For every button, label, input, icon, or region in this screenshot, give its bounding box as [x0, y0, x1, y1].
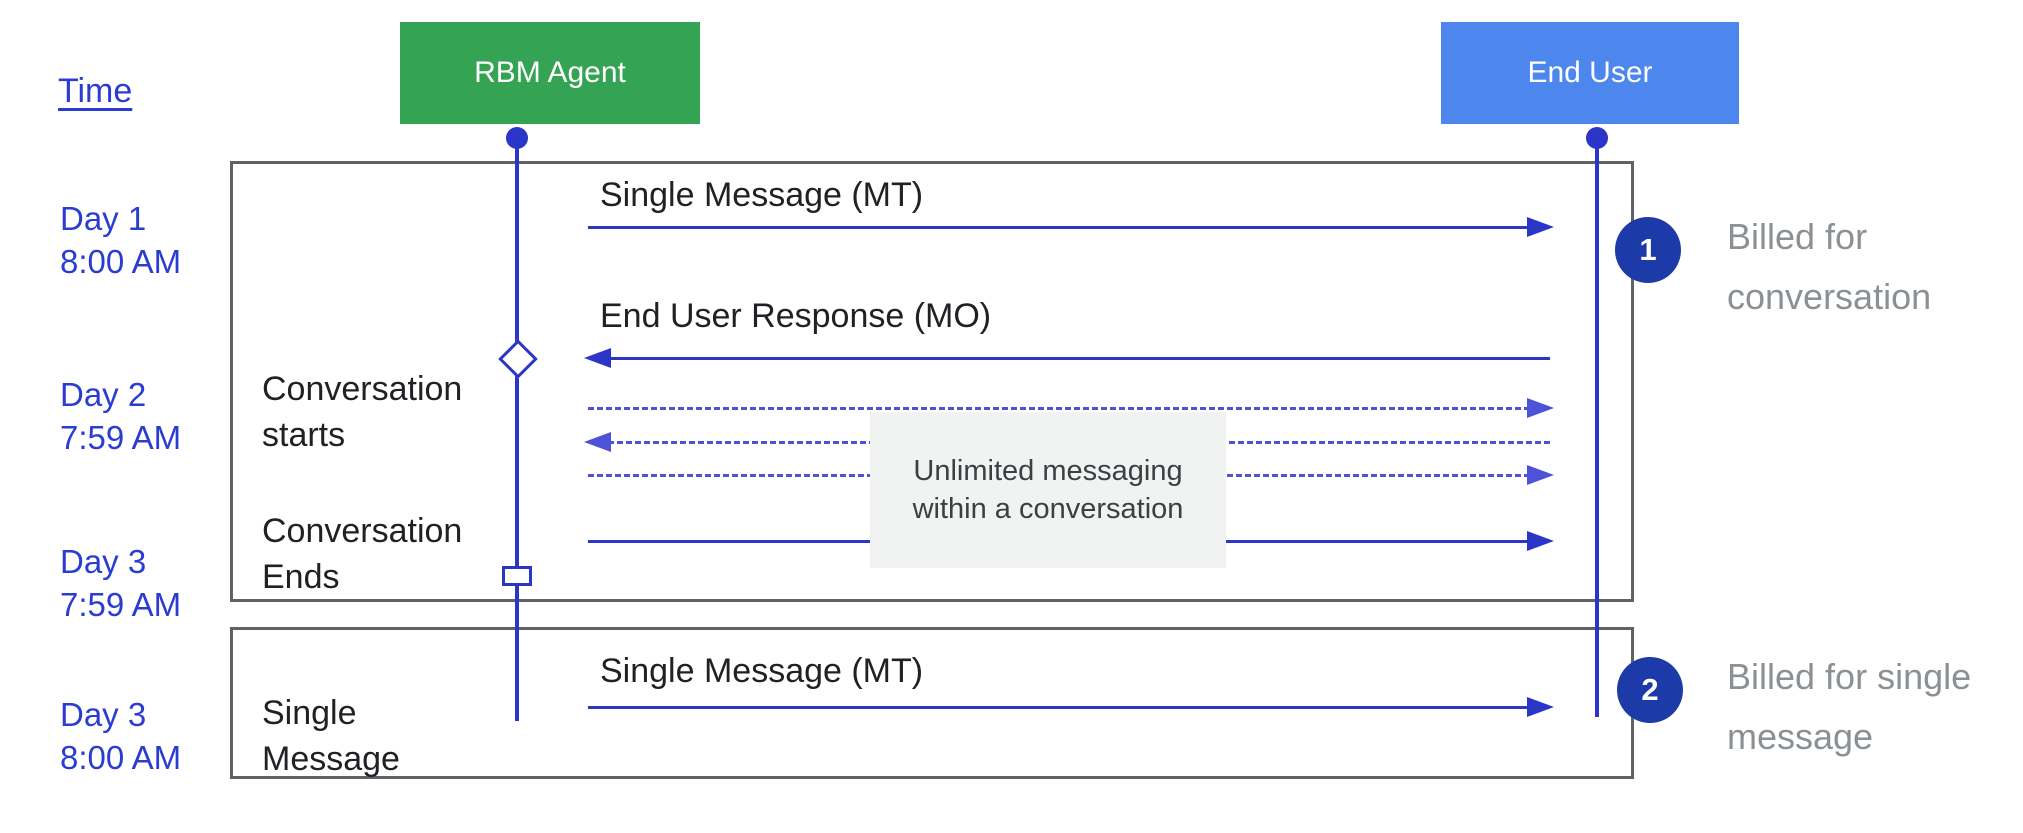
billing-badge-1-number: 1	[1639, 232, 1657, 267]
message-label-mt1: Single Message (MT)	[600, 176, 924, 214]
arrowhead-right-icon	[1527, 465, 1554, 485]
rbm-lifeline-dot	[506, 127, 528, 149]
billed-1-line1: Billed for	[1727, 216, 1868, 257]
time-marker-day: Day 3	[60, 696, 147, 733]
single-message-billing-frame	[230, 627, 1634, 779]
time-marker-time: 8:00 AM	[60, 243, 182, 280]
conversation-ends-label: Conversation Ends	[262, 508, 462, 600]
time-marker-time: 7:59 AM	[60, 419, 182, 456]
arrowhead-right-icon	[1527, 217, 1554, 237]
message-label-mt2: Single Message (MT)	[600, 652, 924, 690]
billing-badge-1: 1	[1615, 217, 1681, 283]
conversation-starts-line1: Conversation	[262, 370, 463, 408]
end-user-lifeline	[1595, 138, 1599, 717]
single-message-label: Single Message	[262, 690, 400, 782]
billed-2-line2: message	[1727, 716, 1874, 757]
arrow-shaft	[588, 226, 1530, 229]
message-label-mo: End User Response (MO)	[600, 297, 992, 335]
time-marker-day3b: Day 3 8:00 AM	[60, 693, 181, 779]
arrow-shaft	[608, 357, 1550, 360]
time-axis-label: Time	[58, 72, 133, 110]
arrowhead-left-icon	[584, 432, 611, 452]
billing-badge-2: 2	[1617, 657, 1683, 723]
arrowhead-right-icon	[1527, 697, 1554, 717]
conversation-ends-line2: Ends	[262, 558, 340, 596]
conversation-starts-line2: starts	[262, 416, 346, 454]
single-message-line1: Single	[262, 694, 357, 732]
billing-badge-2-number: 2	[1641, 672, 1659, 707]
arrowhead-right-icon	[1527, 531, 1554, 551]
time-marker-day2: Day 2 7:59 AM	[60, 373, 181, 459]
unlimited-messaging-line1: Unlimited messaging	[913, 455, 1183, 487]
time-marker-day: Day 2	[60, 376, 147, 413]
arrowhead-left-icon	[584, 348, 611, 368]
actor-rbm-agent-label: RBM Agent	[474, 56, 626, 89]
billed-2-line1: Billed for single	[1727, 656, 1972, 697]
end-user-lifeline-dot	[1586, 127, 1608, 149]
time-marker-day3: Day 3 7:59 AM	[60, 540, 181, 626]
time-marker-day1: Day 1 8:00 AM	[60, 197, 181, 283]
conversation-starts-label: Conversation starts	[262, 366, 462, 458]
time-marker-day: Day 1	[60, 200, 147, 237]
time-marker-time: 7:59 AM	[60, 586, 182, 623]
time-marker-day: Day 3	[60, 543, 147, 580]
actor-end-user: End User	[1441, 22, 1739, 124]
billed-for-conversation-label: Billed for conversation	[1727, 207, 1931, 327]
time-marker-time: 8:00 AM	[60, 739, 182, 776]
actor-end-user-label: End User	[1527, 56, 1653, 89]
conversation-ends-line1: Conversation	[262, 512, 463, 550]
unlimited-messaging-line2: within a conversation	[912, 493, 1184, 525]
billed-for-single-message-label: Billed for single message	[1727, 647, 1971, 767]
actor-rbm-agent: RBM Agent	[400, 22, 700, 124]
single-message-line2: Message	[262, 740, 400, 778]
arrow-shaft	[588, 706, 1530, 709]
arrow-shaft	[588, 407, 1530, 410]
arrowhead-right-icon	[1527, 398, 1554, 418]
conversation-end-square-icon	[502, 566, 532, 586]
unlimited-messaging-note: Unlimited messaging within a conversatio…	[870, 412, 1226, 568]
conversation-billing-frame	[230, 161, 1634, 602]
rbm-lifeline	[515, 138, 519, 721]
billed-1-line2: conversation	[1727, 276, 1932, 317]
